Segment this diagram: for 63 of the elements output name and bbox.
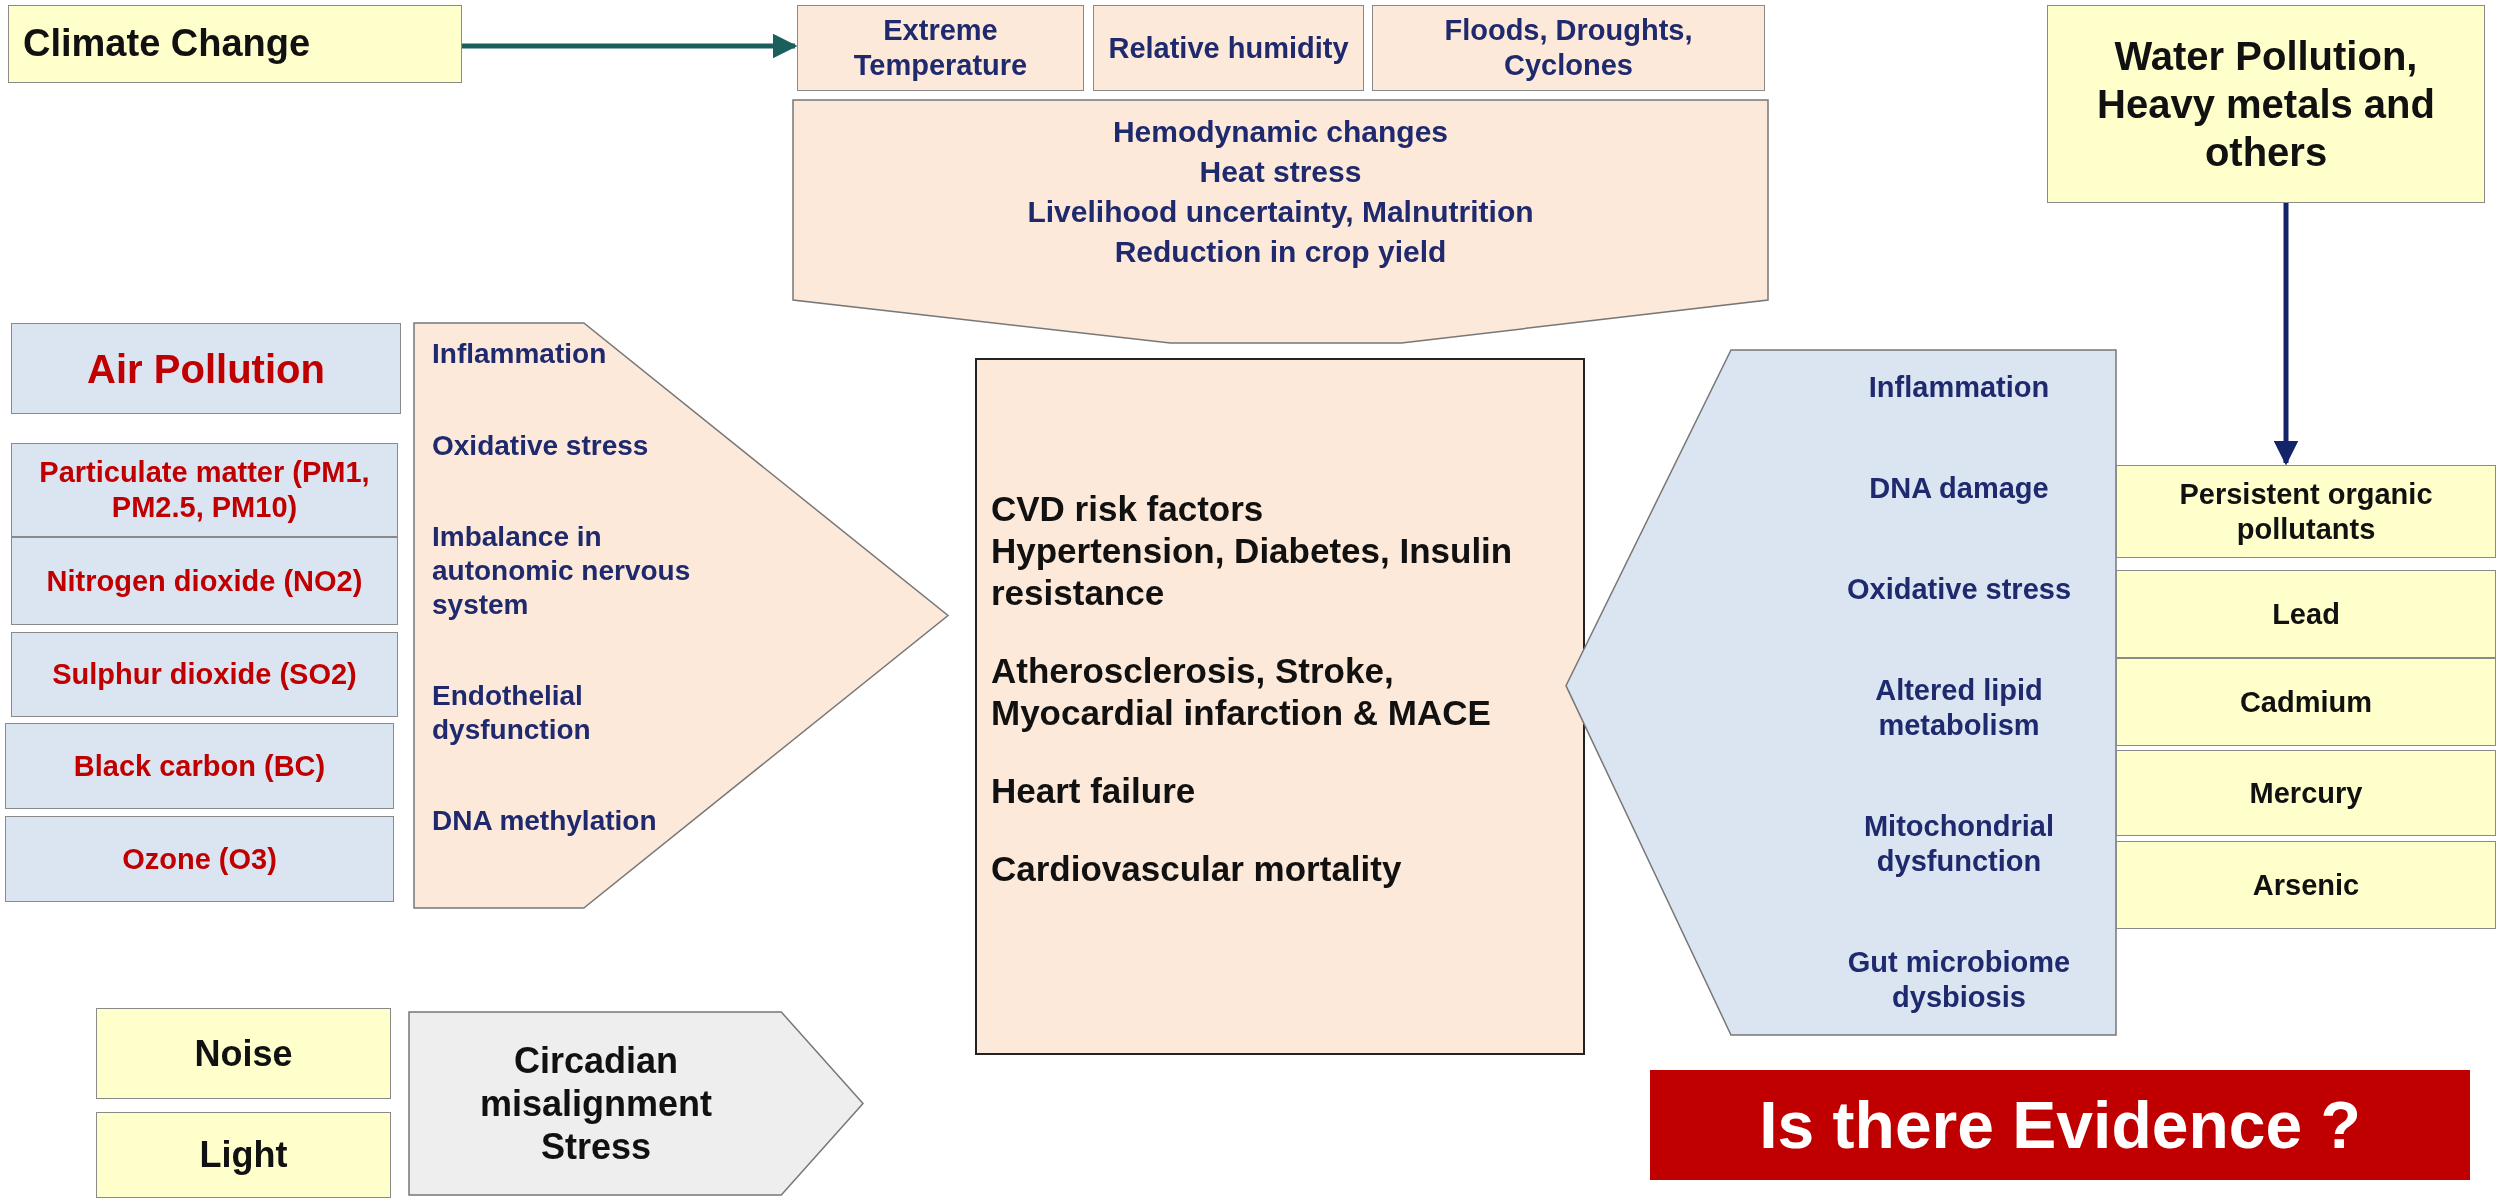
factor-box — [5, 816, 394, 902]
box-text: Oxidative stress — [1845, 572, 2073, 608]
arrow — [2273, 203, 2299, 466]
box-text: Particulate matter (PM1, PM2.5, PM10) — [38, 455, 371, 525]
banner-text: Is there Evidence ? — [1759, 1087, 2361, 1163]
factor-box — [96, 1112, 391, 1198]
box-text: Reduction in crop yield — [1113, 234, 1448, 270]
box-text: Atherosclerosis, Stroke, Myocardial infarction & MACE — [991, 649, 1492, 734]
box-text: Nitrogen dioxide (NO2) — [45, 563, 364, 599]
factor-box — [975, 358, 1585, 1055]
factor-box — [96, 1008, 391, 1099]
box-text: Heart failure — [991, 769, 1197, 812]
box-text: Extreme Temperature — [852, 13, 1029, 83]
box-text: Water Pollution, Heavy metals and others — [2096, 33, 2436, 176]
factor-box — [11, 323, 401, 414]
box-text: Gut microbiome dysbiosis — [1846, 945, 2072, 1015]
factor-box — [1093, 5, 1364, 91]
box-text: DNA methylation — [432, 804, 658, 838]
box-text: Relative humidity — [1108, 30, 1349, 66]
box-text: Cardiovascular mortality — [991, 847, 1403, 890]
box-text: Black carbon (BC) — [72, 748, 327, 784]
box-text: Altered lipid metabolism — [1874, 673, 2044, 744]
box-text: Persistent organic pollutants — [2178, 476, 2434, 547]
factor-box — [1372, 5, 1765, 91]
factor-box — [2116, 465, 2496, 558]
box-text: Light — [198, 1133, 289, 1177]
box-text: Inflammation — [432, 337, 608, 371]
box-text: Endothelial dysfunction — [432, 679, 592, 747]
box-text: Oxidative stress — [432, 428, 650, 463]
box-text: Noise — [193, 1031, 294, 1076]
factor-box — [2047, 5, 2485, 203]
box-text: Mitochondrial dysfunction — [1862, 809, 2056, 879]
box-text: CVD risk factors — [991, 487, 1265, 530]
box-text: Cadmium — [2238, 684, 2374, 720]
factor-box — [11, 632, 398, 717]
box-text: Inflammation — [1867, 370, 2051, 405]
factor-box — [8, 5, 462, 83]
box-text: Ozone (O3) — [121, 841, 278, 877]
box-text: Sulphur dioxide (SO2) — [51, 657, 358, 692]
factor-box — [2116, 841, 2496, 929]
factor-box — [5, 723, 394, 809]
factor-box — [2116, 658, 2496, 746]
box-text: DNA damage — [1868, 471, 2050, 506]
diagonal-banner — [1650, 1070, 2470, 1180]
factor-box — [11, 537, 398, 625]
factor-box — [797, 5, 1084, 91]
box-text: Stress — [539, 1125, 653, 1169]
box-text: Mercury — [2248, 775, 2364, 811]
box-text: Heat stress — [1198, 154, 1363, 190]
box-text: Imbalance in autonomic nervous system — [432, 520, 692, 622]
factor-box — [2116, 750, 2496, 836]
box-text: Circadian misalignment — [478, 1038, 714, 1126]
arrow — [462, 33, 798, 59]
factor-box — [2116, 570, 2496, 658]
box-text: Floods, Droughts, Cyclones — [1443, 13, 1694, 83]
box-text: Hypertension, Diabetes, Insulin resistance — [991, 529, 1514, 614]
box-text: Arsenic — [2251, 867, 2361, 903]
factor-box — [11, 443, 398, 537]
box-text: Climate Change — [23, 21, 312, 67]
box-text: Livelihood uncertainty, Malnutrition — [1026, 194, 1535, 230]
box-text: Air Pollution — [86, 345, 326, 393]
box-text: Hemodynamic changes — [1111, 114, 1450, 150]
box-text: Lead — [2271, 596, 2341, 632]
